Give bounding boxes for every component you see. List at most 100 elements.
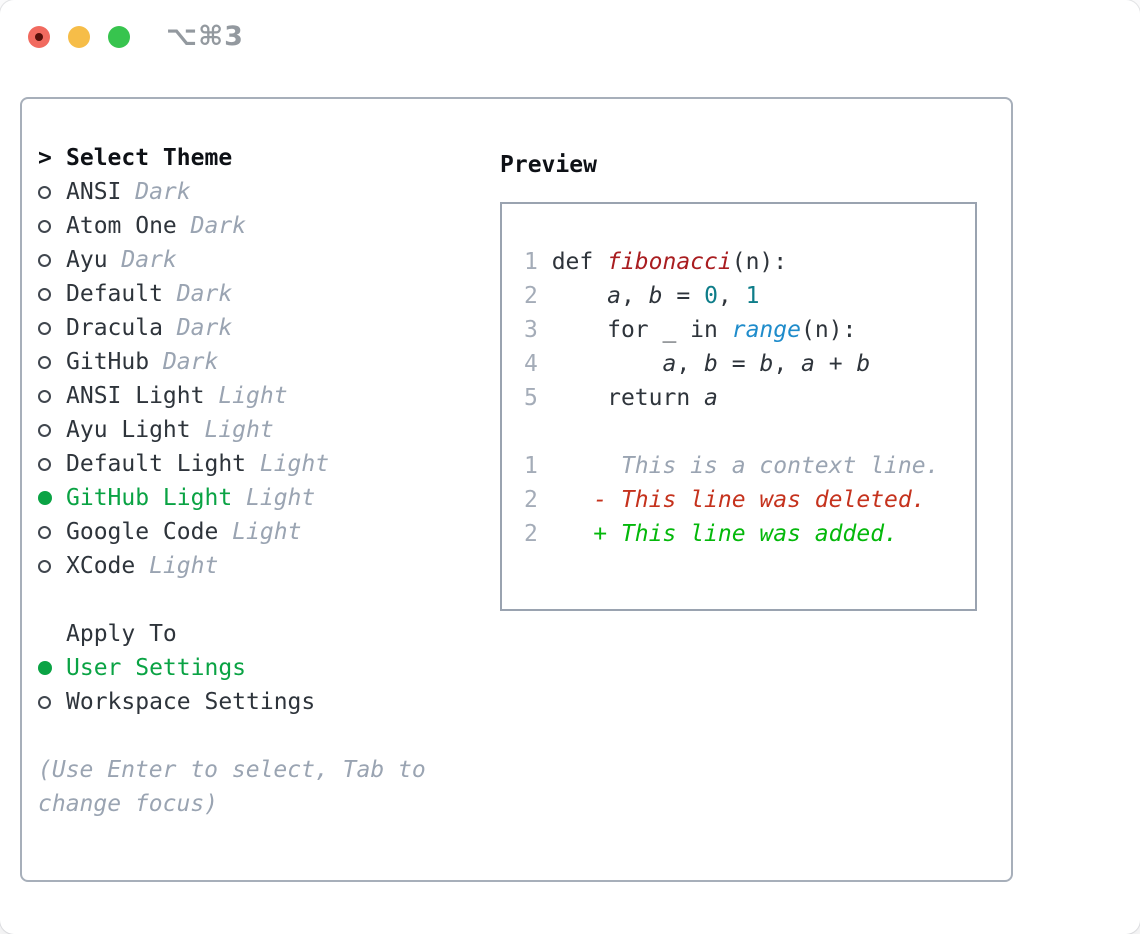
minimize-button[interactable] bbox=[68, 26, 90, 48]
option-label: Ayu bbox=[66, 247, 108, 273]
theme-option[interactable]: GitHub Light Light bbox=[38, 481, 478, 515]
select-theme-header: > Select Theme bbox=[38, 141, 478, 175]
option-variant: Dark bbox=[176, 213, 247, 239]
code-segment: (n): bbox=[731, 249, 788, 275]
code-segment: a bbox=[704, 385, 718, 411]
code-segment: b bbox=[648, 283, 663, 309]
code-segment: 0 bbox=[704, 283, 718, 309]
hint-line: (Use Enter to select, Tab to bbox=[38, 757, 426, 783]
radio-circle bbox=[38, 661, 52, 675]
option-label: ANSI bbox=[66, 179, 122, 205]
option-variant: Light bbox=[218, 519, 302, 545]
option-label: Default Light bbox=[66, 451, 247, 477]
option-variant: Light bbox=[232, 485, 316, 511]
theme-option[interactable]: Google Code Light bbox=[38, 515, 478, 549]
radio-icon bbox=[38, 321, 66, 335]
radio-selected-icon bbox=[38, 661, 66, 675]
code-segment bbox=[552, 351, 663, 377]
radio-icon bbox=[38, 185, 66, 199]
radio-circle bbox=[38, 695, 51, 709]
option-variant: Dark bbox=[149, 349, 219, 375]
titlebar: ⌥⌘3 bbox=[0, 0, 1140, 72]
radio-circle bbox=[38, 389, 51, 403]
radio-circle bbox=[38, 457, 51, 471]
preview-title: Preview bbox=[500, 152, 597, 178]
close-button[interactable] bbox=[28, 26, 50, 48]
option-variant: Dark bbox=[162, 281, 233, 307]
code-segment: = bbox=[662, 283, 705, 309]
option-label: Workspace Settings bbox=[66, 689, 316, 715]
spacer bbox=[38, 719, 478, 753]
code-segment: , bbox=[773, 351, 802, 377]
apply-option[interactable]: Workspace Settings bbox=[38, 685, 478, 719]
radio-icon bbox=[38, 253, 66, 267]
theme-option[interactable]: Ayu Light Light bbox=[38, 413, 478, 447]
code-segment: (n): bbox=[800, 317, 857, 343]
theme-option[interactable]: Atom One Dark bbox=[38, 209, 478, 243]
line-number: 2 bbox=[524, 521, 552, 547]
code-segment: range bbox=[731, 317, 801, 343]
radio-circle bbox=[38, 525, 51, 539]
radio-icon bbox=[38, 355, 66, 369]
apply-to-header: Apply To bbox=[38, 617, 478, 651]
select-theme-title: Select Theme bbox=[66, 145, 233, 171]
radio-circle bbox=[38, 287, 51, 301]
theme-option[interactable]: Dracula Dark bbox=[38, 311, 478, 345]
code-segment: return bbox=[551, 385, 705, 411]
code-line: 4 a, b = b, a + b bbox=[524, 347, 975, 381]
code-segment: b bbox=[704, 351, 718, 377]
radio-icon bbox=[38, 389, 66, 403]
code-line: 5 return a bbox=[524, 381, 975, 415]
apply-option[interactable]: User Settings bbox=[38, 651, 478, 685]
code-segment: + bbox=[814, 351, 857, 377]
code-segment: , bbox=[717, 283, 746, 309]
code-segment: a bbox=[607, 283, 621, 309]
option-variant: Dark bbox=[162, 315, 233, 341]
theme-option[interactable]: GitHub Dark bbox=[38, 345, 478, 379]
line-number: 2 bbox=[524, 283, 552, 309]
code-segment: a bbox=[801, 351, 815, 377]
diff-line: 2 + This line was added. bbox=[524, 517, 975, 551]
window-title: ⌥⌘3 bbox=[166, 21, 244, 52]
theme-option[interactable]: Ayu Dark bbox=[38, 243, 478, 277]
radio-circle bbox=[38, 253, 51, 267]
option-variant: Light bbox=[135, 553, 219, 579]
option-variant: Light bbox=[190, 417, 274, 443]
option-variant: Dark bbox=[121, 179, 191, 205]
line-number: 3 bbox=[524, 317, 552, 343]
code-segment: , bbox=[676, 351, 705, 377]
theme-option[interactable]: ANSI Dark bbox=[38, 175, 478, 209]
blank-line bbox=[524, 415, 975, 449]
theme-option[interactable]: XCode Light bbox=[38, 549, 478, 583]
radio-icon bbox=[38, 287, 66, 301]
radio-selected-icon bbox=[38, 491, 66, 505]
option-label: Dracula bbox=[66, 315, 163, 341]
radio-circle bbox=[38, 559, 51, 573]
code-segment: = bbox=[717, 351, 760, 377]
theme-option[interactable]: Default Dark bbox=[38, 277, 478, 311]
line-number: 4 bbox=[524, 351, 552, 377]
code-segment: for _ in bbox=[551, 317, 732, 343]
radio-icon bbox=[38, 695, 66, 709]
theme-option[interactable]: ANSI Light Light bbox=[38, 379, 478, 413]
code-segment: fibonacci bbox=[607, 249, 732, 275]
diff-line: 2 - This line was deleted. bbox=[524, 483, 975, 517]
option-label: Default bbox=[66, 281, 163, 307]
option-label: Google Code bbox=[66, 519, 219, 545]
diff-line: 1 This is a context line. bbox=[524, 449, 975, 483]
code-line: 3 for _ in range(n): bbox=[524, 313, 975, 347]
option-label: ANSI Light bbox=[66, 383, 205, 409]
code-line: 2 a, b = 0, 1 bbox=[524, 279, 975, 313]
line-number: 2 bbox=[524, 487, 552, 513]
zoom-button[interactable] bbox=[108, 26, 130, 48]
close-button-dot bbox=[35, 33, 43, 41]
code-segment: b bbox=[856, 351, 871, 377]
radio-circle bbox=[38, 185, 51, 199]
theme-option[interactable]: Default Light Light bbox=[38, 447, 478, 481]
